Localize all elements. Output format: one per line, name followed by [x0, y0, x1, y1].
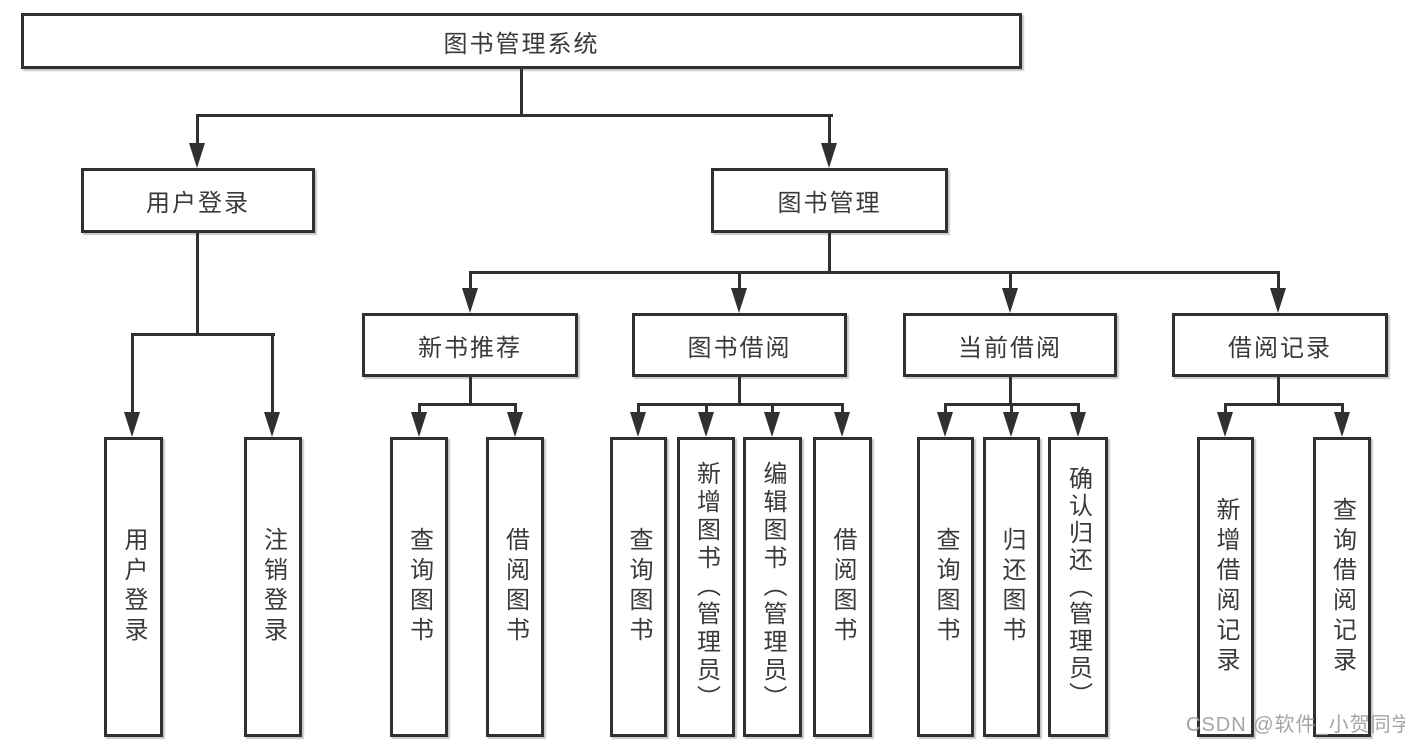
connector-line	[469, 271, 472, 292]
connector-line	[738, 271, 741, 292]
watermark: CSDN @软件_小贺同学	[1186, 714, 1405, 736]
leaf-logout: 注销登录	[244, 437, 302, 737]
node-label: 用户登录	[120, 527, 147, 647]
connector-line	[944, 403, 947, 417]
node-book-management: 图书管理	[711, 168, 948, 233]
node-label: 注销登录	[259, 527, 287, 647]
leaf-query-books-borrowing: 查询图书	[610, 437, 667, 737]
arrow-down-icon	[698, 412, 714, 437]
arrow-down-icon	[507, 412, 523, 437]
connector-line	[1077, 403, 1080, 417]
arrow-down-icon	[630, 412, 646, 437]
leaf-user-login: 用户登录	[104, 437, 163, 737]
arrow-down-icon	[1002, 288, 1018, 313]
node-label: 借阅图书	[829, 527, 856, 647]
connector-line	[196, 114, 199, 146]
arrow-down-icon	[1334, 412, 1350, 437]
connector-line	[1224, 403, 1344, 406]
connector-line	[131, 333, 134, 417]
connector-line	[469, 377, 472, 406]
connector-line	[196, 114, 833, 117]
leaf-add-books-admin: 新增图书（管理员）	[677, 437, 735, 737]
leaf-query-books-recommend: 查询图书	[390, 437, 448, 737]
node-label: 用户登录	[146, 190, 250, 217]
connector-line	[1010, 403, 1013, 417]
arrow-down-icon	[124, 412, 140, 437]
node-user-login: 用户登录	[81, 168, 315, 233]
node-borrowing-records: 借阅记录	[1172, 313, 1388, 377]
node-current-borrowing: 当前借阅	[903, 313, 1117, 377]
arrow-down-icon	[411, 412, 427, 437]
node-new-book-recommendation: 新书推荐	[362, 313, 578, 377]
connector-line	[637, 403, 844, 406]
connector-line	[771, 403, 774, 417]
connector-line	[1009, 377, 1012, 406]
connector-line	[1224, 403, 1227, 417]
arrow-down-icon	[937, 412, 953, 437]
connector-line	[1277, 377, 1280, 406]
arrow-down-icon	[731, 288, 747, 313]
node-label: 新增借阅记录	[1212, 497, 1239, 677]
node-label: 编辑图书（管理员）	[759, 461, 786, 713]
leaf-query-books-current: 查询图书	[917, 437, 974, 737]
connector-line	[1009, 271, 1012, 292]
leaf-confirm-return-admin: 确认归还（管理员）	[1048, 437, 1108, 737]
connector-line	[196, 232, 199, 336]
arrow-down-icon	[189, 143, 205, 168]
connector-line	[514, 403, 517, 417]
connector-line	[1341, 403, 1344, 417]
leaf-return-books: 归还图书	[983, 437, 1040, 737]
node-label: 借阅图书	[501, 527, 529, 647]
arrow-down-icon	[1270, 288, 1286, 313]
connector-line	[418, 403, 517, 406]
leaf-add-borrow-record: 新增借阅记录	[1197, 437, 1254, 737]
leaf-edit-books-admin: 编辑图书（管理员）	[743, 437, 802, 737]
node-label: 图书管理系统	[443, 30, 600, 58]
connector-line	[418, 403, 421, 417]
connector-line	[841, 403, 844, 417]
node-library-management-system: 图书管理系统	[21, 13, 1022, 69]
node-label: 确认归还（管理员）	[1064, 465, 1092, 709]
arrow-down-icon	[1003, 412, 1019, 437]
connector-line	[469, 271, 1280, 274]
node-label: 图书管理	[777, 190, 882, 217]
connector-line	[637, 403, 640, 417]
node-label: 查询图书	[932, 527, 959, 647]
node-label: 查询图书	[405, 527, 433, 647]
node-label: 查询借阅记录	[1328, 497, 1356, 677]
connector-line	[705, 403, 708, 417]
arrow-down-icon	[1217, 412, 1233, 437]
arrow-down-icon	[821, 143, 837, 168]
connector-line	[1277, 271, 1280, 292]
connector-line	[131, 333, 275, 336]
node-label: 借阅记录	[1228, 334, 1332, 362]
connector-line	[271, 333, 274, 417]
node-label: 查询图书	[625, 527, 652, 647]
arrow-down-icon	[1070, 412, 1086, 437]
leaf-borrow-books-recommend: 借阅图书	[486, 437, 544, 737]
arrow-down-icon	[834, 412, 850, 437]
node-label: 新增图书（管理员）	[692, 461, 720, 713]
leaf-borrow-books-borrowing: 借阅图书	[813, 437, 872, 737]
node-book-borrowing: 图书借阅	[632, 313, 847, 377]
connector-line	[520, 68, 523, 116]
node-label: 归还图书	[998, 527, 1025, 647]
arrow-down-icon	[264, 412, 280, 437]
arrow-down-icon	[462, 288, 478, 313]
arrow-down-icon	[764, 412, 780, 437]
node-label: 图书借阅	[687, 334, 792, 362]
connector-line	[738, 377, 741, 406]
connector-line	[828, 114, 831, 146]
connector-line	[828, 233, 831, 274]
node-label: 当前借阅	[958, 334, 1062, 362]
node-label: 新书推荐	[418, 334, 522, 362]
leaf-query-borrow-record: 查询借阅记录	[1313, 437, 1371, 737]
